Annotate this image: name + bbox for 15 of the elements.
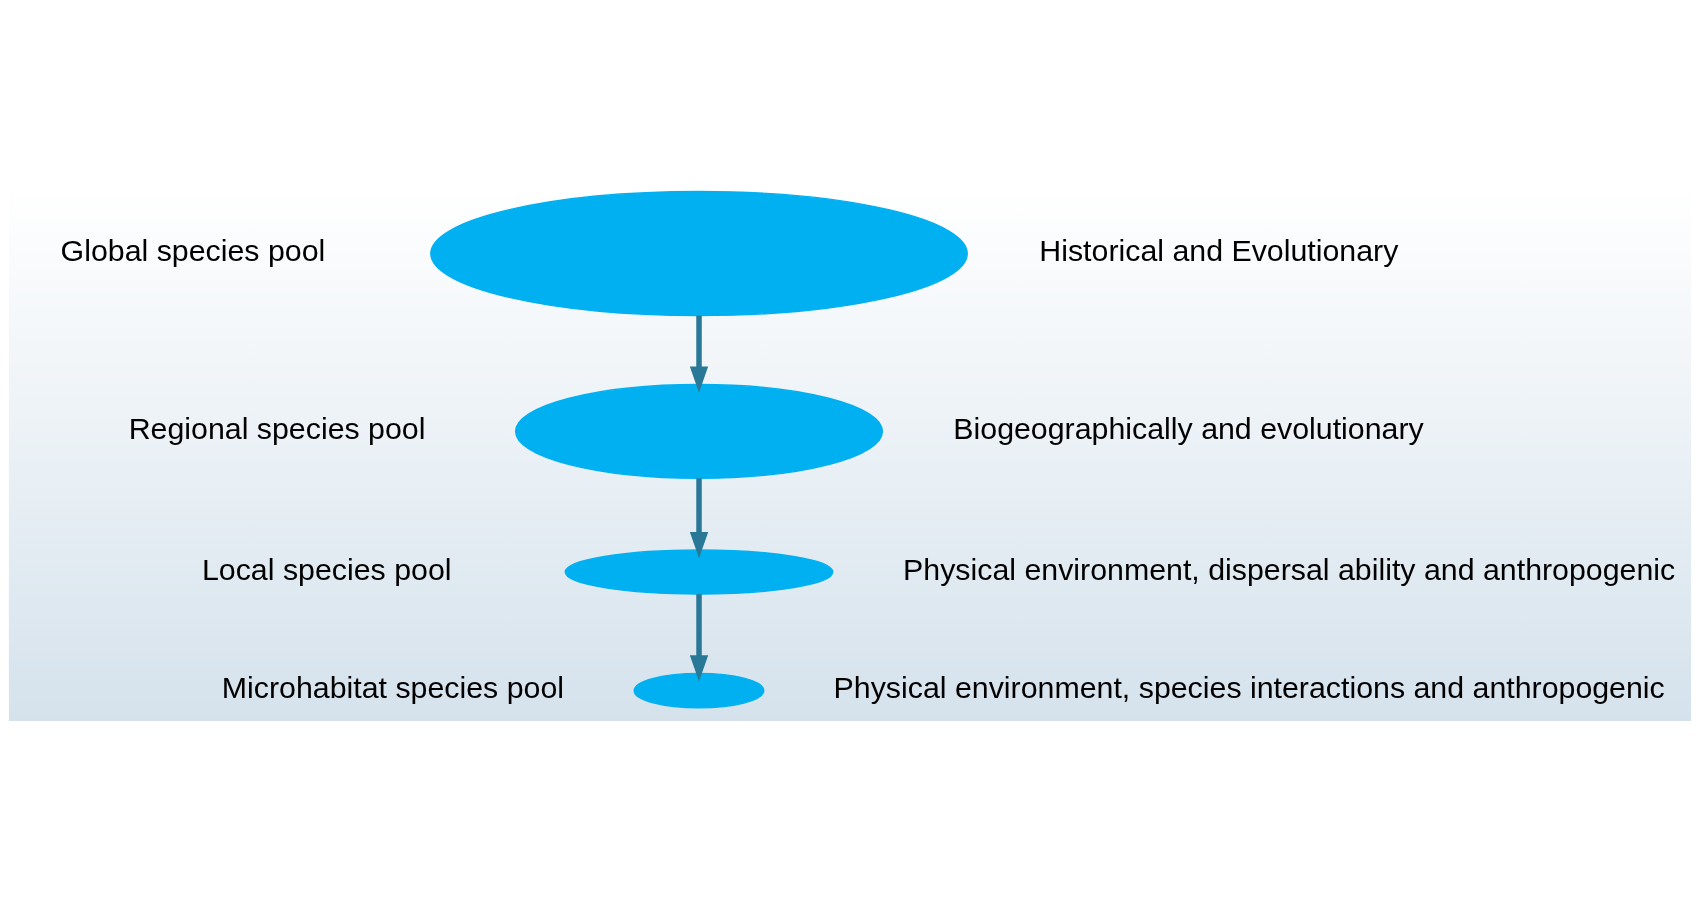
node-ellipse — [633, 672, 765, 709]
node-ellipse — [430, 190, 968, 316]
node-label: Physical environment, dispersal ability and anthropogenic — [903, 552, 1676, 586]
node-ellipse — [564, 548, 834, 595]
arrow — [689, 315, 709, 393]
node-label: Microhabitat species pool — [221, 670, 565, 704]
node-label: Biogeographically and evolutionary — [953, 411, 1424, 445]
arrow — [689, 477, 709, 558]
node-label: Local species pool — [201, 552, 452, 586]
node-label: Physical environment, species interactions and anthropogenic — [833, 670, 1665, 704]
node-label: Regional species pool — [128, 411, 426, 445]
node-ellipse — [514, 383, 884, 479]
node-label: Global species pool — [60, 233, 326, 267]
node-label: Historical and Evolutionary — [1039, 233, 1399, 267]
arrow — [689, 593, 709, 682]
